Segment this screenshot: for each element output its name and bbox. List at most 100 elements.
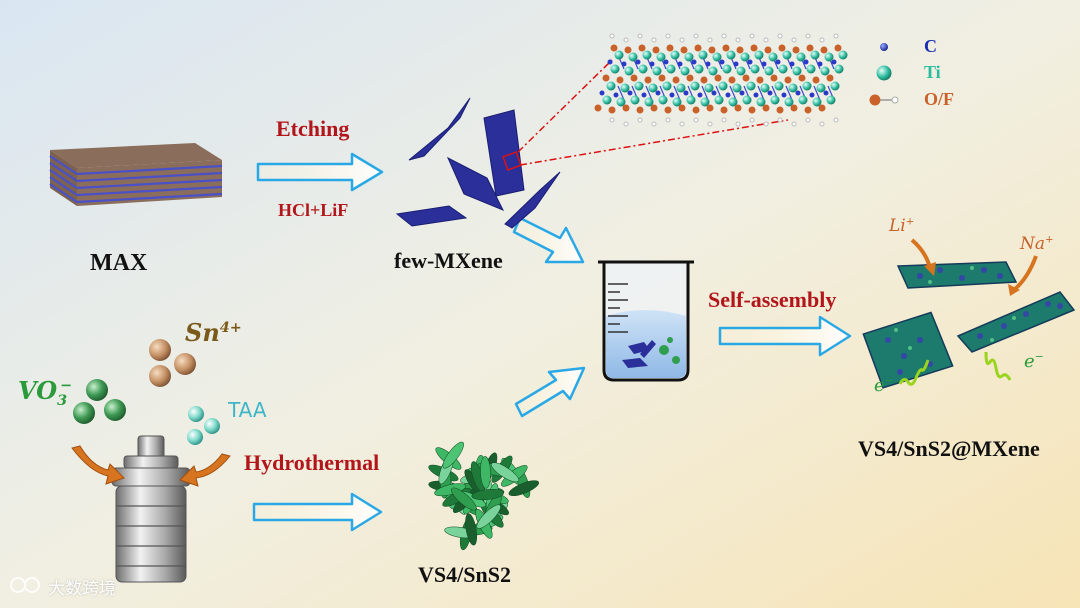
ti-atom [827,96,836,105]
o-atom [653,47,660,54]
ti-atom [667,65,676,74]
legend-of-label: O/F [924,89,954,110]
o-atom [813,77,820,84]
ti-atom [639,65,648,74]
ti-atom [699,51,708,60]
h-atom [694,118,698,122]
ti-atom [793,67,802,76]
h-atom [792,122,796,126]
h-atom [680,122,684,126]
c-atom [796,91,801,96]
c-atom [650,62,655,67]
c-atom [810,93,815,98]
h-atom [624,38,628,42]
ti-atom [741,53,750,62]
na-base: Na [1020,234,1045,254]
o-atom [777,107,784,114]
c-atom [734,62,739,67]
o-atom [665,107,672,114]
legend-o-atom [870,95,881,106]
ti-atom [769,53,778,62]
c-atom [692,60,697,65]
c-atom [614,93,619,98]
o-atom [625,47,632,54]
o-atom [735,105,742,112]
ti-atom [635,82,644,91]
ti-atom [631,96,640,105]
ti-atom [719,82,728,91]
o-atom [763,105,770,112]
ti-atom [779,65,788,74]
h-atom [610,34,614,38]
ti-atom [751,65,760,74]
ti-atom [807,65,816,74]
watermark-text: 大数跨境 [48,574,116,599]
few-mxene-label: few-MXene [394,248,503,274]
o-atom [715,75,722,82]
ti-atom [771,96,780,105]
autoclave [112,436,190,582]
c-atom [628,91,633,96]
o-atom [835,45,842,52]
o-atom [791,105,798,112]
c-atom [712,91,717,96]
o-atom [729,77,736,84]
o-atom [765,47,772,54]
ti-atom [755,51,764,60]
ti-atom [797,53,806,62]
ti-atom [765,67,774,76]
h-atom [722,118,726,122]
ti-atom [825,53,834,62]
o-atom [595,105,602,112]
c-atom [804,60,809,65]
vo3-charge: − [60,377,72,394]
h-atom [666,34,670,38]
li-base: Li [889,216,906,236]
ti-atom [783,51,792,60]
electron-label-right: e− [1024,350,1044,372]
ti-atom [747,82,756,91]
ti-atom [789,84,798,93]
legend-c-atom [880,43,888,51]
ti-atom [685,53,694,62]
h-atom [652,122,656,126]
ti-atom [733,84,742,93]
c-atom [720,60,725,65]
ti-atom [775,82,784,91]
h-atom [708,122,712,126]
c-atom [684,91,689,96]
c-atom [698,93,703,98]
ti-atom [811,51,820,60]
h-atom [820,122,824,126]
hcl-lif-label: HCl+LiF [278,200,348,221]
c-atom [678,62,683,67]
c-atom [776,60,781,65]
legend-ti-atom [877,66,892,81]
o-atom [611,45,618,52]
li-ion-label: Li+ [889,216,914,236]
c-atom [600,91,605,96]
o-atom [749,107,756,114]
na-ion-label: Na+ [1020,234,1054,254]
o-atom [673,77,680,84]
o-atom [603,75,610,82]
ti-atom [713,53,722,62]
h-atom [834,118,838,122]
h-atom [764,122,768,126]
o-atom [637,107,644,114]
legend-c-label: C [924,36,937,57]
c-atom [642,93,647,98]
ti-atom [761,84,770,93]
h-atom [764,38,768,42]
h-atom [750,34,754,38]
o-atom [645,77,652,84]
c-atom [636,60,641,65]
h-atom [792,38,796,42]
ti-atom [611,65,620,74]
h-atom [736,122,740,126]
ti-atom [657,53,666,62]
h-atom [778,118,782,122]
h-atom [722,34,726,38]
ti-atom [653,67,662,76]
